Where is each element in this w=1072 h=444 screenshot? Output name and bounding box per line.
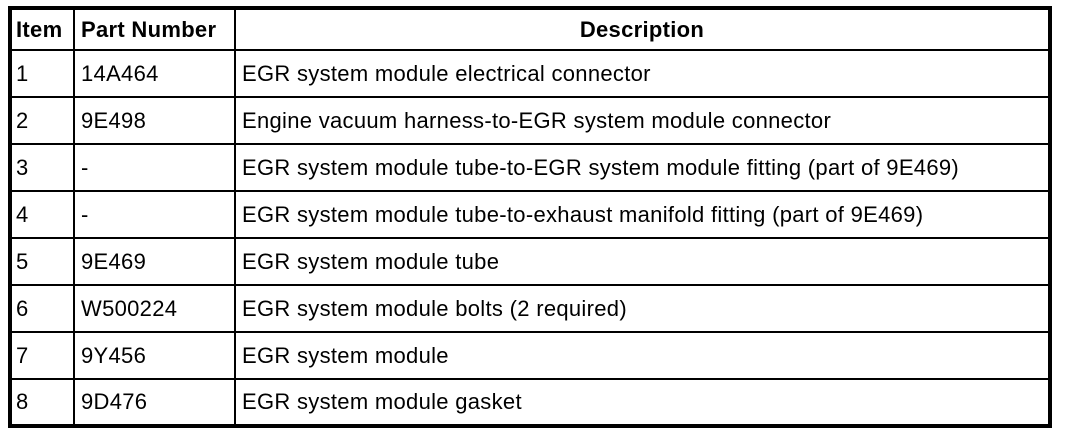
cell-part-number: 9E469 bbox=[73, 237, 236, 286]
table-row: 2 9E498 Engine vacuum harness-to-EGR sys… bbox=[9, 96, 1051, 145]
table-row: 4 - EGR system module tube-to-exhaust ma… bbox=[9, 190, 1051, 239]
cell-part-number: 9E498 bbox=[73, 96, 236, 145]
header-row: Item Part Number Description bbox=[9, 7, 1051, 51]
table-row: 1 14A464 EGR system module electrical co… bbox=[9, 49, 1051, 98]
table-header: Item Part Number Description bbox=[9, 7, 1051, 51]
cell-description: EGR system module gasket bbox=[234, 378, 1051, 427]
cell-part-number: - bbox=[73, 190, 236, 239]
cell-description: EGR system module tube bbox=[234, 237, 1051, 286]
table-row: 8 9D476 EGR system module gasket bbox=[9, 378, 1051, 427]
table-row: 6 W500224 EGR system module bolts (2 req… bbox=[9, 284, 1051, 333]
cell-item: 8 bbox=[9, 378, 75, 427]
cell-item: 4 bbox=[9, 190, 75, 239]
table-row: 7 9Y456 EGR system module bbox=[9, 331, 1051, 380]
egr-parts-table: Item Part Number Description 1 14A464 EG… bbox=[8, 6, 1052, 428]
cell-item: 6 bbox=[9, 284, 75, 333]
cell-item: 2 bbox=[9, 96, 75, 145]
cell-description: EGR system module tube-to-EGR system mod… bbox=[234, 143, 1051, 192]
header-description: Description bbox=[234, 7, 1051, 51]
table-row: 3 - EGR system module tube-to-EGR system… bbox=[9, 143, 1051, 192]
cell-description: EGR system module electrical connector bbox=[234, 49, 1051, 98]
cell-part-number: W500224 bbox=[73, 284, 236, 333]
cell-part-number: 9Y456 bbox=[73, 331, 236, 380]
cell-part-number: 9D476 bbox=[73, 378, 236, 427]
header-part-number: Part Number bbox=[73, 7, 236, 51]
cell-part-number: 14A464 bbox=[73, 49, 236, 98]
cell-description: EGR system module bbox=[234, 331, 1051, 380]
cell-item: 1 bbox=[9, 49, 75, 98]
cell-part-number: - bbox=[73, 143, 236, 192]
table-row: 5 9E469 EGR system module tube bbox=[9, 237, 1051, 286]
cell-description: Engine vacuum harness-to-EGR system modu… bbox=[234, 96, 1051, 145]
header-item: Item bbox=[9, 7, 75, 51]
cell-description: EGR system module bolts (2 required) bbox=[234, 284, 1051, 333]
cell-description: EGR system module tube-to-exhaust manifo… bbox=[234, 190, 1051, 239]
cell-item: 3 bbox=[9, 143, 75, 192]
cell-item: 5 bbox=[9, 237, 75, 286]
table-body: 1 14A464 EGR system module electrical co… bbox=[9, 49, 1051, 427]
cell-item: 7 bbox=[9, 331, 75, 380]
